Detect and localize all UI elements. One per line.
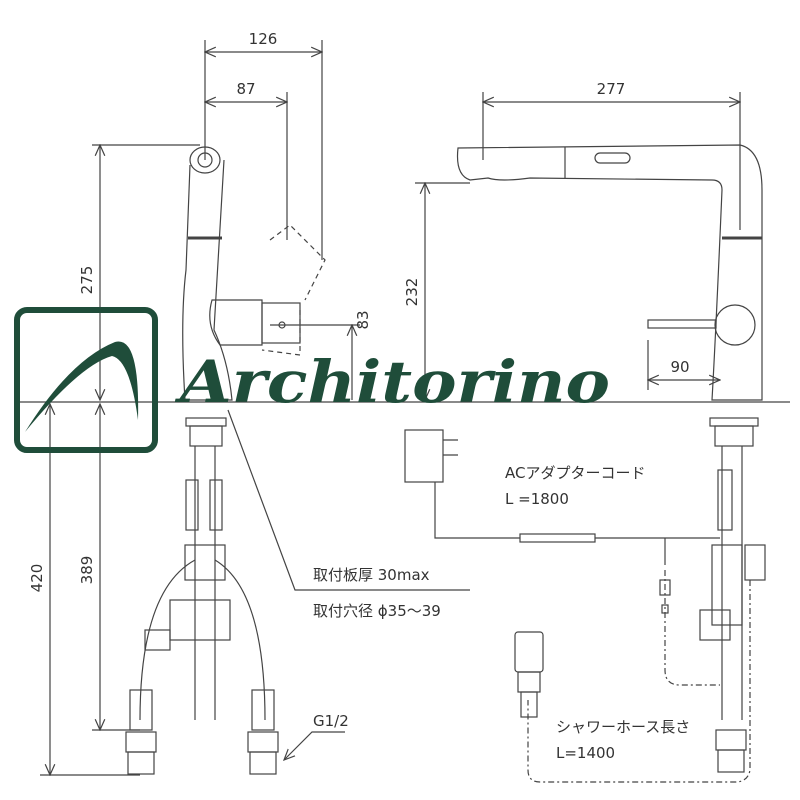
right-faucet-front-view <box>456 144 766 783</box>
ac-cord-length: L =1800 <box>505 490 569 508</box>
plate-thickness-label: 取付板厚 30max <box>313 566 430 584</box>
dim-90: 90 <box>670 358 689 376</box>
dim-277: 277 <box>597 80 626 98</box>
logo-swoosh-icon <box>25 341 139 432</box>
dim-389: 389 <box>78 556 96 585</box>
dim-87: 87 <box>236 80 255 98</box>
logo-text: Architorino <box>174 348 610 416</box>
shower-hose-length: L=1400 <box>556 744 615 762</box>
logo-frame <box>14 307 158 453</box>
hole-diameter-label: 取付穴径 ϕ35～39 <box>313 602 441 620</box>
right-dimensions <box>415 92 740 400</box>
ac-adapter <box>404 429 720 614</box>
dim-275: 275 <box>78 266 96 295</box>
dim-126: 126 <box>249 30 278 48</box>
dim-232: 232 <box>403 278 421 307</box>
left-dimensions <box>40 40 360 775</box>
left-faucet-side-view <box>125 146 470 775</box>
shower-hose-connector <box>514 631 544 718</box>
thread-label: G1/2 <box>313 712 349 730</box>
dim-420: 420 <box>28 564 46 593</box>
shower-hose-title: シャワーホース長さ <box>556 718 690 736</box>
ac-cord-title: ACアダプターコード <box>505 464 645 482</box>
dim-83: 83 <box>354 310 372 329</box>
